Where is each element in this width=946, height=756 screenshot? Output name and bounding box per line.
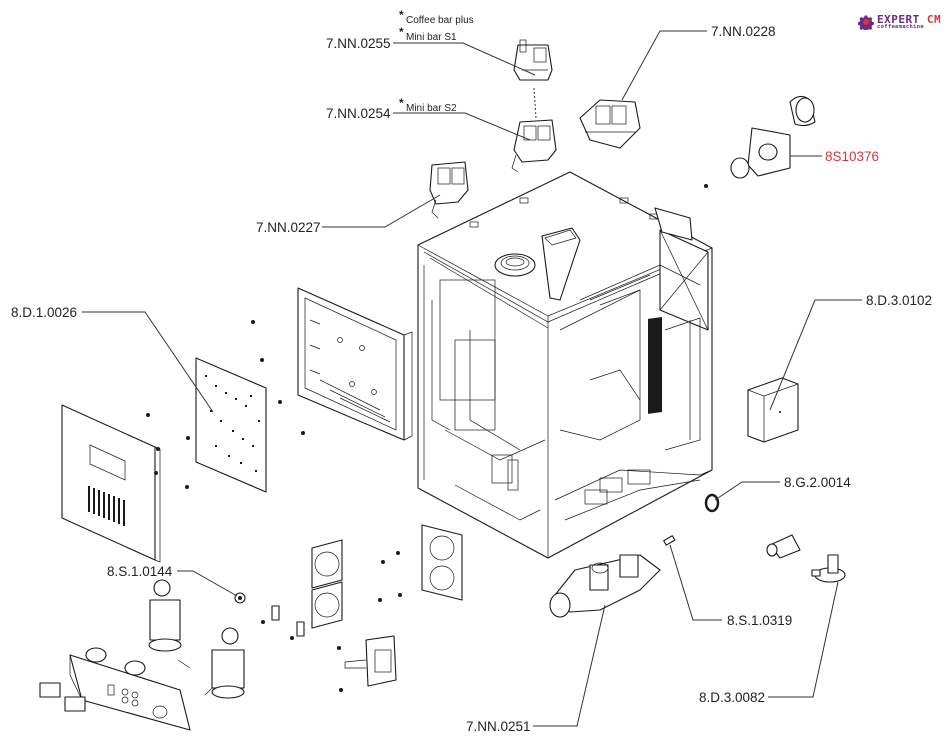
note-mini-bar-s2: Mini bar S2 <box>406 103 457 114</box>
svg-text:*: * <box>399 96 404 110</box>
callout-7NN0255: * Coffee bar plus * Mini bar S1 7.NN.025… <box>326 8 474 51</box>
valve-manifold-7NN0251 <box>549 554 661 618</box>
rocker-switches <box>39 682 86 712</box>
gasket-8G20014 <box>704 493 720 513</box>
fan-units <box>311 539 343 629</box>
electronics-housing <box>297 287 413 441</box>
pump-left <box>148 579 191 669</box>
part-label-7NN0251: 7.NN.0251 <box>466 719 531 734</box>
note-mini-bar-s1: Mini bar S1 <box>406 32 457 43</box>
valve-7NN0254 <box>511 119 557 173</box>
connector-part <box>766 534 801 559</box>
callout-7NN0254: * Mini bar S2 7.NN.0254 <box>326 96 457 121</box>
valve-7NN0255 <box>513 39 553 81</box>
clips <box>271 605 305 637</box>
pump-right <box>204 627 245 699</box>
part-label-8S10376: 8S10376 <box>825 149 879 164</box>
brand-name-part1: EXPERT <box>877 13 920 26</box>
fan-shroud <box>421 524 463 601</box>
control-panel-bar <box>69 647 191 731</box>
transformer <box>344 635 397 687</box>
valve-7NN0228 <box>579 99 641 149</box>
leader-lines <box>82 30 862 727</box>
part-label-8D30082: 8.D.3.0082 <box>699 690 765 705</box>
part-label-8S10144: 8.S.1.0144 <box>107 564 173 579</box>
part-label-7NN0255: 7.NN.0255 <box>326 36 391 51</box>
brand-logo: EXPERT CM coffeemachine <box>857 13 942 32</box>
note-coffee-bar-plus: Coffee bar plus <box>406 15 474 26</box>
part-label-8D10026: 8.D.1.0026 <box>11 305 77 320</box>
flowmeter-8S10376 <box>730 95 816 179</box>
gear-icon <box>857 14 874 32</box>
part-label-7NN0227: 7.NN.0227 <box>256 220 321 235</box>
part-label-8D30102: 8.D.3.0102 <box>866 293 932 308</box>
svg-text:*: * <box>399 8 404 22</box>
part-label-8G20014: 8.G.2.0014 <box>784 475 851 490</box>
front-cover-panel <box>61 404 161 563</box>
fitting-8S10319 <box>663 535 676 546</box>
component-8D30082 <box>811 554 846 583</box>
brand-name-part2: CM <box>919 13 942 26</box>
component-8D30102 <box>747 377 799 443</box>
screws <box>146 184 708 692</box>
knob-8S10144 <box>234 592 246 604</box>
valve-7NN0227 <box>429 161 469 219</box>
main-chassis-frame <box>417 171 713 559</box>
dashed-connector <box>533 87 537 119</box>
part-label-8S10319: 8.S.1.0319 <box>727 613 792 628</box>
part-label-7NN0254: 7.NN.0254 <box>326 106 391 121</box>
part-label-7NN0228: 7.NN.0228 <box>711 24 776 39</box>
svg-text:*: * <box>399 25 404 39</box>
brand-tagline: coffeemachine <box>877 24 924 30</box>
circuit-board <box>195 357 267 493</box>
